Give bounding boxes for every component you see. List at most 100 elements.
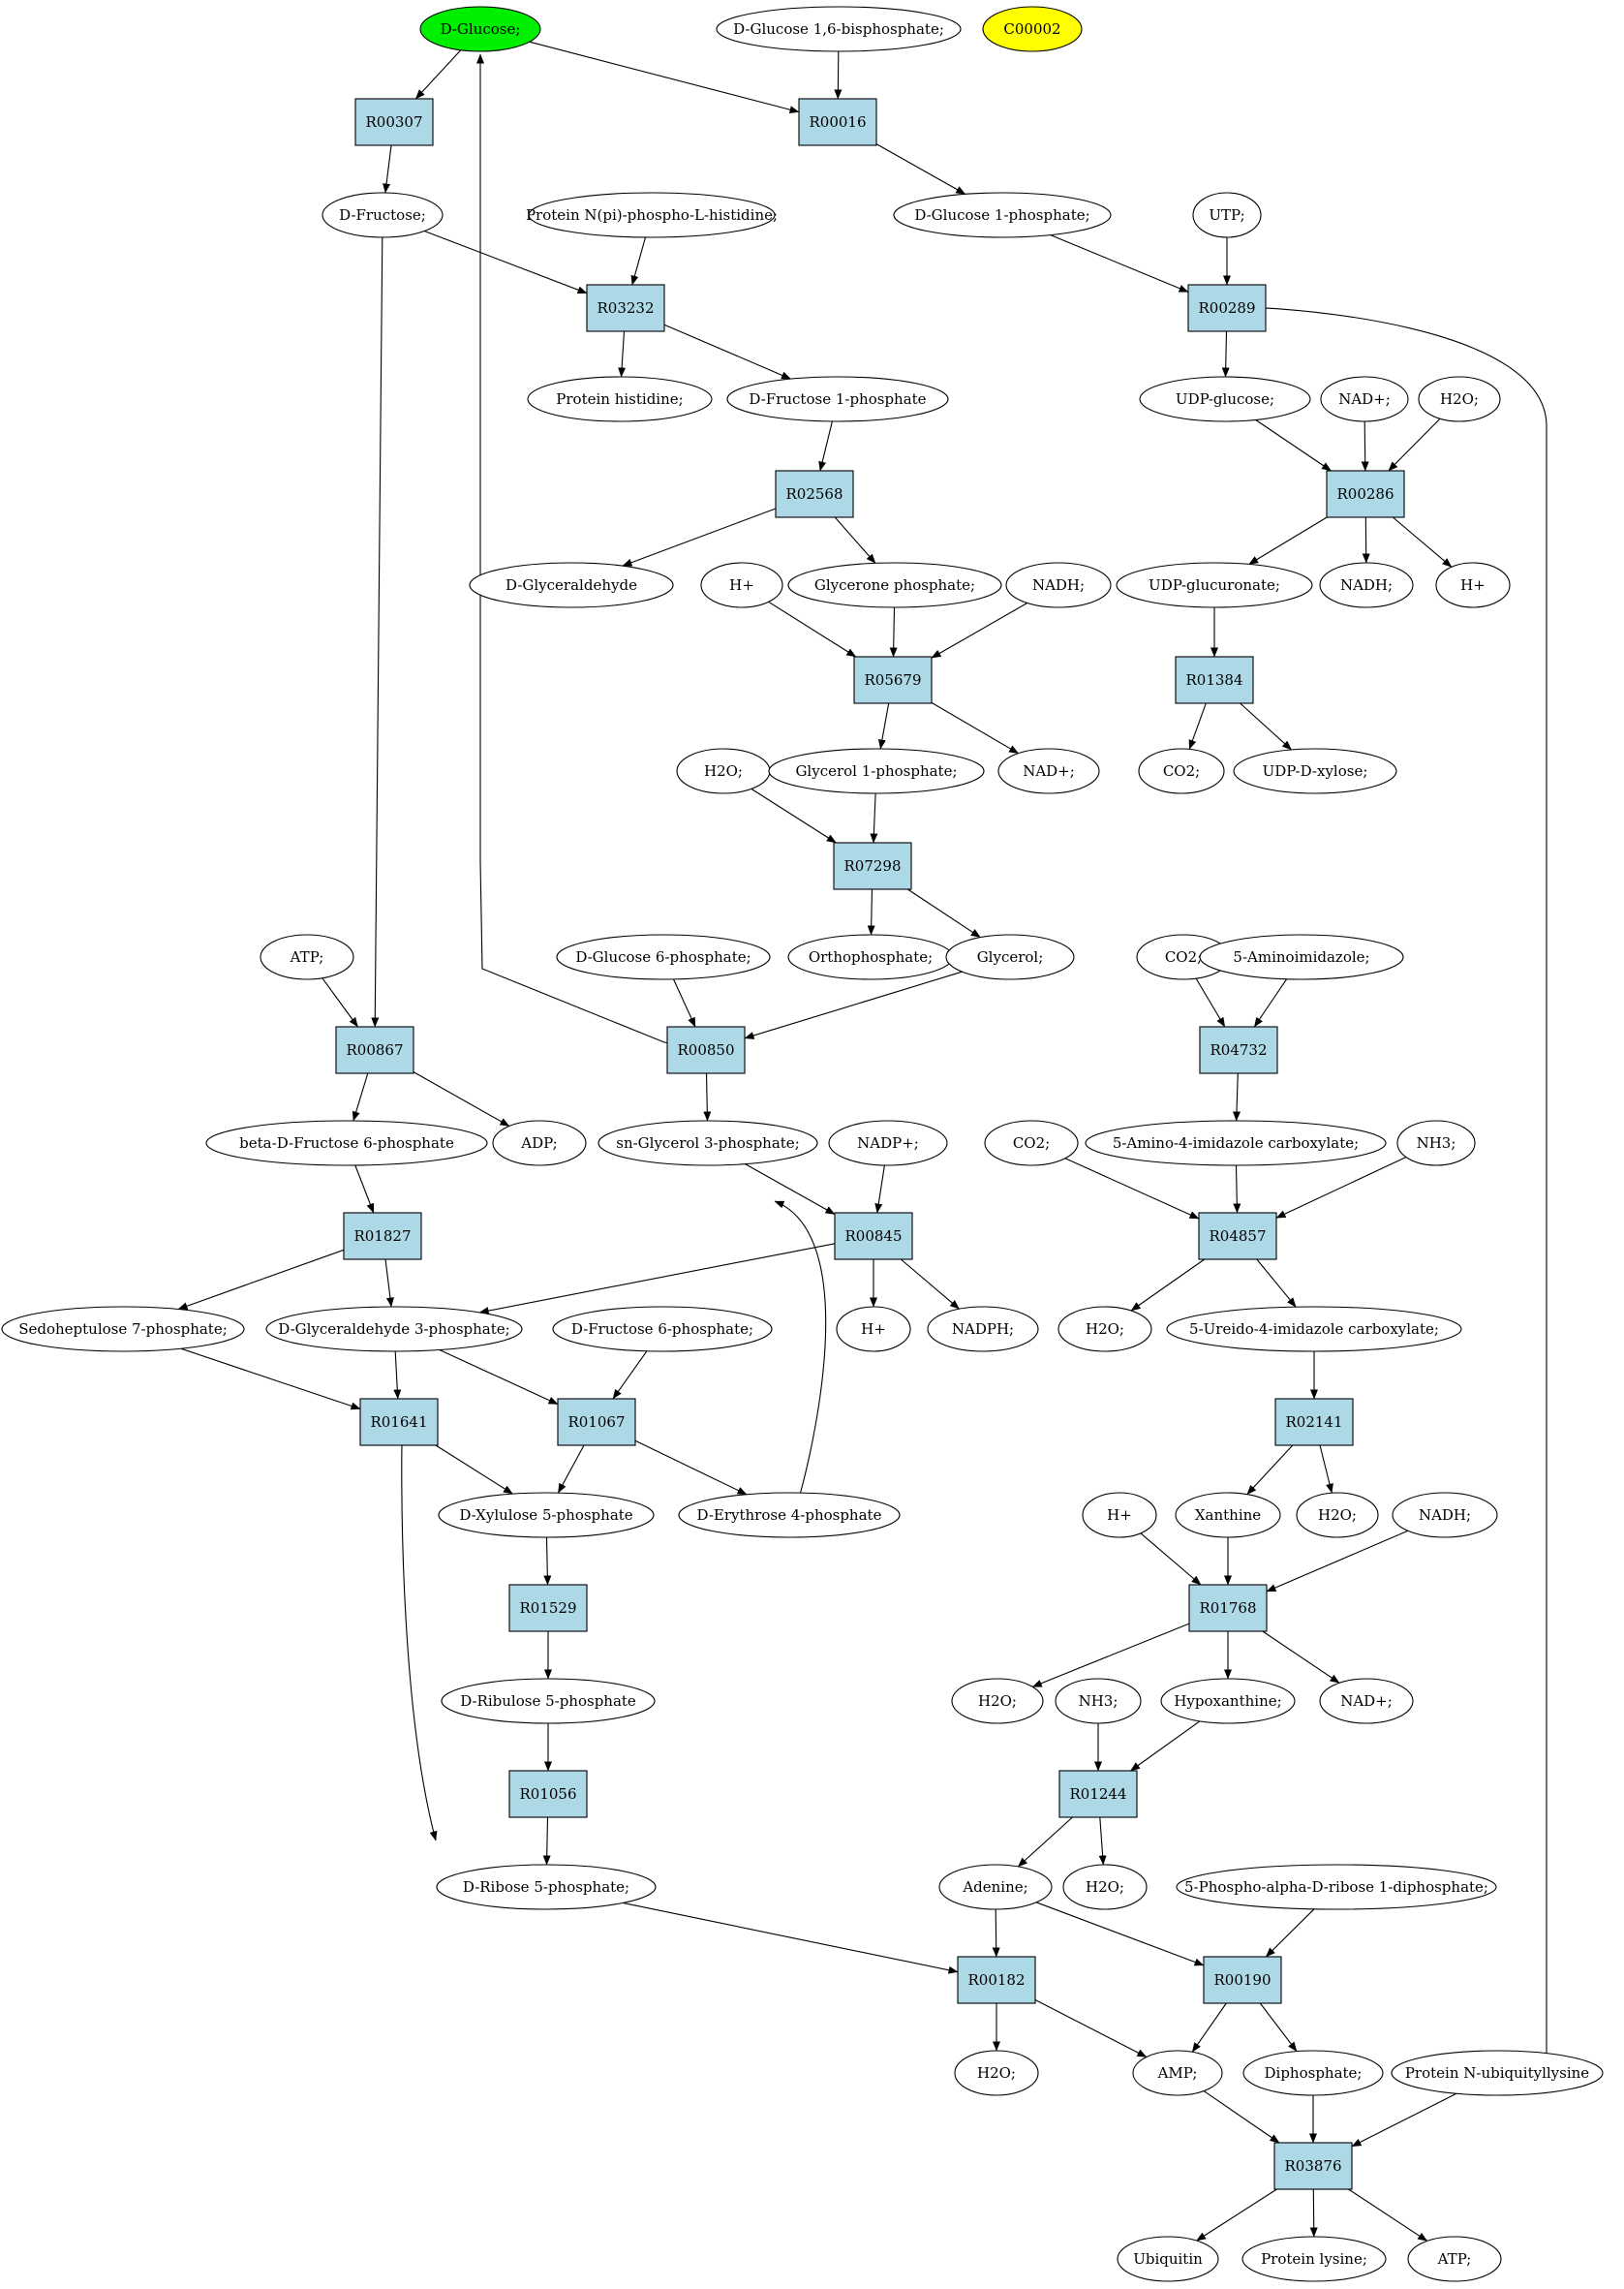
compound-node-pubq[interactable]: Protein N-ubiquityllysine bbox=[1391, 2050, 1604, 2096]
compound-node-g3p[interactable]: sn-Glycerol 3-phosphate; bbox=[598, 1120, 818, 1166]
compound-node-aic[interactable]: 5-Amino-4-imidazole carboxylate; bbox=[1085, 1120, 1387, 1166]
compound-node-nadph[interactable]: NADPH; bbox=[927, 1306, 1039, 1352]
compound-node-f1p[interactable]: D-Fructose 1-phosphate bbox=[726, 376, 949, 422]
compound-node-g16bp[interactable]: D-Glucose 1,6-bisphosphate; bbox=[716, 6, 962, 52]
reaction-node-R04732[interactable]: R04732 bbox=[1199, 1026, 1278, 1074]
compound-node-glc[interactable]: D-Glucose; bbox=[419, 6, 541, 52]
compound-node-udpg[interactable]: UDP-glucose; bbox=[1139, 376, 1311, 422]
reaction-node-R01067[interactable]: R01067 bbox=[557, 1398, 636, 1446]
compound-node-h2o2[interactable]: H2O; bbox=[676, 748, 771, 794]
compound-node-adp[interactable]: ADP; bbox=[492, 1120, 587, 1166]
reaction-node-R00016[interactable]: R00016 bbox=[798, 98, 877, 146]
compound-node-utp[interactable]: UTP; bbox=[1192, 192, 1262, 238]
compound-node-co2c[interactable]: CO2; bbox=[984, 1120, 1079, 1166]
reaction-node-R02568[interactable]: R02568 bbox=[775, 470, 854, 518]
compound-node-atp2[interactable]: ATP; bbox=[1407, 2236, 1502, 2282]
compound-node-xu5p[interactable]: D-Xylulose 5-phosphate bbox=[438, 1492, 655, 1538]
reaction-node-R00850[interactable]: R00850 bbox=[666, 1026, 746, 1074]
compound-node-e4p[interactable]: D-Erythrose 4-phosphate bbox=[678, 1492, 901, 1538]
reaction-node-R00286[interactable]: R00286 bbox=[1326, 470, 1405, 518]
compound-node-glyc[interactable]: Glycerol; bbox=[945, 934, 1075, 980]
reaction-node-R01641[interactable]: R01641 bbox=[359, 1398, 439, 1446]
compound-node-nadp[interactable]: NADP+; bbox=[828, 1120, 948, 1166]
reaction-box bbox=[335, 1026, 414, 1074]
compound-node-air[interactable]: 5-Aminoimidazole; bbox=[1199, 934, 1404, 980]
reaction-node-R05679[interactable]: R05679 bbox=[853, 656, 933, 704]
reaction-node-R00182[interactable]: R00182 bbox=[957, 1956, 1036, 2004]
compound-node-xan[interactable]: Xanthine bbox=[1175, 1492, 1281, 1538]
reaction-node-R00190[interactable]: R00190 bbox=[1203, 1956, 1282, 2004]
reaction-node-R01529[interactable]: R01529 bbox=[508, 1584, 588, 1632]
reaction-node-R02141[interactable]: R02141 bbox=[1274, 1398, 1354, 1446]
compound-node-nadh1[interactable]: NADH; bbox=[1005, 562, 1112, 608]
compound-node-nadh3[interactable]: NADH; bbox=[1392, 1492, 1498, 1538]
compound-node-prpp[interactable]: 5-Phospho-alpha-D-ribose 1-diphosphate; bbox=[1176, 1864, 1497, 1910]
compound-node-nadh2[interactable]: NADH; bbox=[1319, 562, 1414, 608]
compound-node-g1p[interactable]: D-Glucose 1-phosphate; bbox=[893, 192, 1112, 238]
compound-node-nad1[interactable]: NAD+; bbox=[1320, 376, 1409, 422]
compound-node-nad2[interactable]: NAD+; bbox=[997, 748, 1100, 794]
compound-node-co2a[interactable]: CO2; bbox=[1138, 748, 1225, 794]
reaction-node-R01827[interactable]: R01827 bbox=[343, 1212, 422, 1260]
compound-node-nad3[interactable]: NAD+; bbox=[1319, 1678, 1414, 1724]
reaction-box bbox=[1188, 1584, 1268, 1632]
reaction-node-R00867[interactable]: R00867 bbox=[335, 1026, 414, 1074]
compound-node-atp1[interactable]: ATP; bbox=[260, 934, 354, 980]
compound-node-f6p[interactable]: D-Fructose 6-phosphate; bbox=[552, 1306, 773, 1352]
compound-node-bf6p[interactable]: beta-D-Fructose 6-phosphate bbox=[205, 1120, 488, 1166]
compound-node-h2o7[interactable]: H2O; bbox=[954, 2050, 1039, 2096]
compound-node-udpgla[interactable]: UDP-glucuronate; bbox=[1116, 562, 1313, 608]
reaction-node-R07298[interactable]: R07298 bbox=[833, 842, 912, 890]
reaction-node-R00845[interactable]: R00845 bbox=[834, 1212, 913, 1260]
reaction-node-R00307[interactable]: R00307 bbox=[354, 98, 434, 146]
reaction-node-R01384[interactable]: R01384 bbox=[1175, 656, 1254, 704]
compound-node-nh3a[interactable]: NH3; bbox=[1396, 1120, 1476, 1166]
compound-node-h2o4[interactable]: H2O; bbox=[1296, 1492, 1379, 1538]
compound-node-c00002[interactable]: C00002 bbox=[982, 6, 1083, 52]
compound-node-r5p[interactable]: D-Ribose 5-phosphate; bbox=[436, 1864, 657, 1910]
reaction-node-R03232[interactable]: R03232 bbox=[586, 284, 665, 332]
compound-node-nh3b[interactable]: NH3; bbox=[1055, 1678, 1142, 1724]
compound-node-plys[interactable]: Protein lysine; bbox=[1241, 2236, 1387, 2282]
compound-node-ppi[interactable]: Diphosphate; bbox=[1242, 2050, 1384, 2096]
compound-node-pi[interactable]: Orthophosphate; bbox=[787, 934, 954, 980]
compound-node-h2o1[interactable]: H2O; bbox=[1418, 376, 1501, 422]
compound-node-phis[interactable]: Protein histidine; bbox=[527, 376, 713, 422]
compound-node-dhap[interactable]: Glycerone phosphate; bbox=[787, 562, 1002, 608]
compound-node-udpxyl[interactable]: UDP-D-xylose; bbox=[1233, 748, 1397, 794]
compound-ellipse bbox=[982, 6, 1083, 52]
compound-node-co2b[interactable]: CO2; bbox=[1136, 934, 1231, 980]
edge-ppis-to-R03232 bbox=[630, 236, 647, 286]
reaction-node-R01056[interactable]: R01056 bbox=[508, 1770, 588, 1818]
compound-node-g6p[interactable]: D-Glucose 6-phosphate; bbox=[556, 934, 771, 980]
compound-node-gap[interactable]: D-Glyceraldehyde 3-phosphate; bbox=[265, 1306, 523, 1352]
compound-node-uaic[interactable]: 5-Ureido-4-imidazole carboxylate; bbox=[1166, 1306, 1462, 1352]
compound-node-glyald[interactable]: D-Glyceraldehyde bbox=[469, 562, 674, 608]
reaction-node-R04857[interactable]: R04857 bbox=[1198, 1212, 1277, 1260]
edge-R02141-to-h2o4 bbox=[1319, 1444, 1333, 1494]
compound-node-amp[interactable]: AMP; bbox=[1132, 2050, 1223, 2096]
compound-node-h3[interactable]: H+ bbox=[836, 1306, 911, 1352]
compound-node-h2o3[interactable]: H2O; bbox=[1057, 1306, 1152, 1352]
compound-node-h2o5[interactable]: H2O; bbox=[951, 1678, 1044, 1724]
reaction-node-R00289[interactable]: R00289 bbox=[1187, 284, 1267, 332]
reaction-node-R01768[interactable]: R01768 bbox=[1188, 1584, 1268, 1632]
compound-node-h2[interactable]: H+ bbox=[1435, 562, 1511, 608]
reaction-node-R03876[interactable]: R03876 bbox=[1273, 2142, 1353, 2190]
compound-node-ade[interactable]: Adenine; bbox=[938, 1864, 1053, 1910]
reaction-label: R01827 bbox=[353, 1227, 411, 1245]
reaction-node-R01244[interactable]: R01244 bbox=[1058, 1770, 1138, 1818]
compound-node-h4[interactable]: H+ bbox=[1082, 1492, 1157, 1538]
edge-R01384-to-udpxyl bbox=[1240, 702, 1292, 751]
reaction-box bbox=[557, 1398, 636, 1446]
compound-node-h2o6[interactable]: H2O; bbox=[1062, 1864, 1148, 1910]
compound-node-ppis[interactable]: Protein N(pi)-phospho-L-histidine; bbox=[526, 192, 778, 238]
compound-node-h1[interactable]: H+ bbox=[700, 562, 783, 608]
compound-node-fru[interactable]: D-Fructose; bbox=[322, 192, 444, 238]
edge-f6p-to-R01067 bbox=[612, 1350, 648, 1400]
compound-node-ubq[interactable]: Ubiquitin bbox=[1117, 2236, 1219, 2282]
compound-node-s7p[interactable]: Sedoheptulose 7-phosphate; bbox=[1, 1306, 245, 1352]
compound-node-ru5p[interactable]: D-Ribulose 5-phosphate bbox=[441, 1678, 656, 1724]
compound-node-gly1p[interactable]: Glycerol 1-phosphate; bbox=[768, 748, 985, 794]
compound-node-hyp[interactable]: Hypoxanthine; bbox=[1160, 1678, 1296, 1724]
